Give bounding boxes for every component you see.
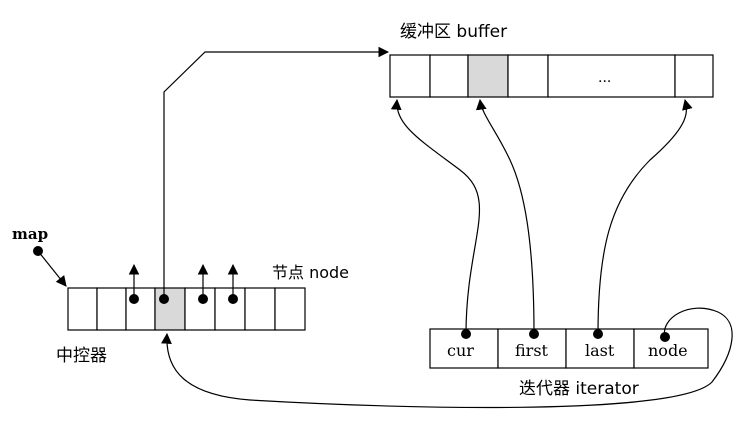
buffer-cell: [507, 54, 549, 98]
buffer-cell-last: [674, 54, 714, 98]
first-pointer-arrow: [475, 98, 535, 335]
iterator-pointers: [161, 98, 733, 409]
iterator-cur-label: cur: [447, 341, 474, 360]
iterator-first-label: first: [515, 341, 549, 360]
iterator-label: 迭代器 iterator: [519, 379, 639, 399]
controller-cell: [125, 287, 156, 331]
buffer-ellipsis: ...: [598, 70, 611, 86]
iterator-last-label: last: [585, 341, 615, 360]
buffer-cell-range: [547, 54, 676, 98]
controller-cell: [67, 287, 98, 331]
node-field-to-controller-arrow: [161, 307, 733, 409]
cur-pointer-arrow: [390, 98, 480, 335]
node-label: 节点 node: [272, 263, 349, 282]
controller-array: [67, 287, 306, 331]
buffer-cell: [429, 54, 469, 98]
controller-cell: [184, 287, 216, 331]
buffer-label: 缓冲区 buffer: [400, 22, 507, 42]
iterator-node-label: node: [648, 341, 688, 360]
iterator-field-node: [633, 328, 709, 369]
controller-label: 中控器: [56, 346, 107, 366]
controller-cell: [274, 287, 306, 331]
buffer-cell-current: [467, 54, 509, 98]
current-node-to-buffer-arrow: [163, 46, 390, 299]
map-pointer-arrow: [37, 250, 67, 287]
last-pointer-arrow: [597, 98, 693, 335]
controller-cell-current: [154, 287, 186, 331]
buffer-array: [389, 54, 714, 98]
controller-cell: [244, 287, 276, 331]
controller-cell: [214, 287, 246, 331]
map-label: map: [12, 225, 48, 243]
node-pointers: [128, 263, 239, 304]
controller-cell: [96, 287, 127, 331]
buffer-cell: [389, 54, 431, 98]
